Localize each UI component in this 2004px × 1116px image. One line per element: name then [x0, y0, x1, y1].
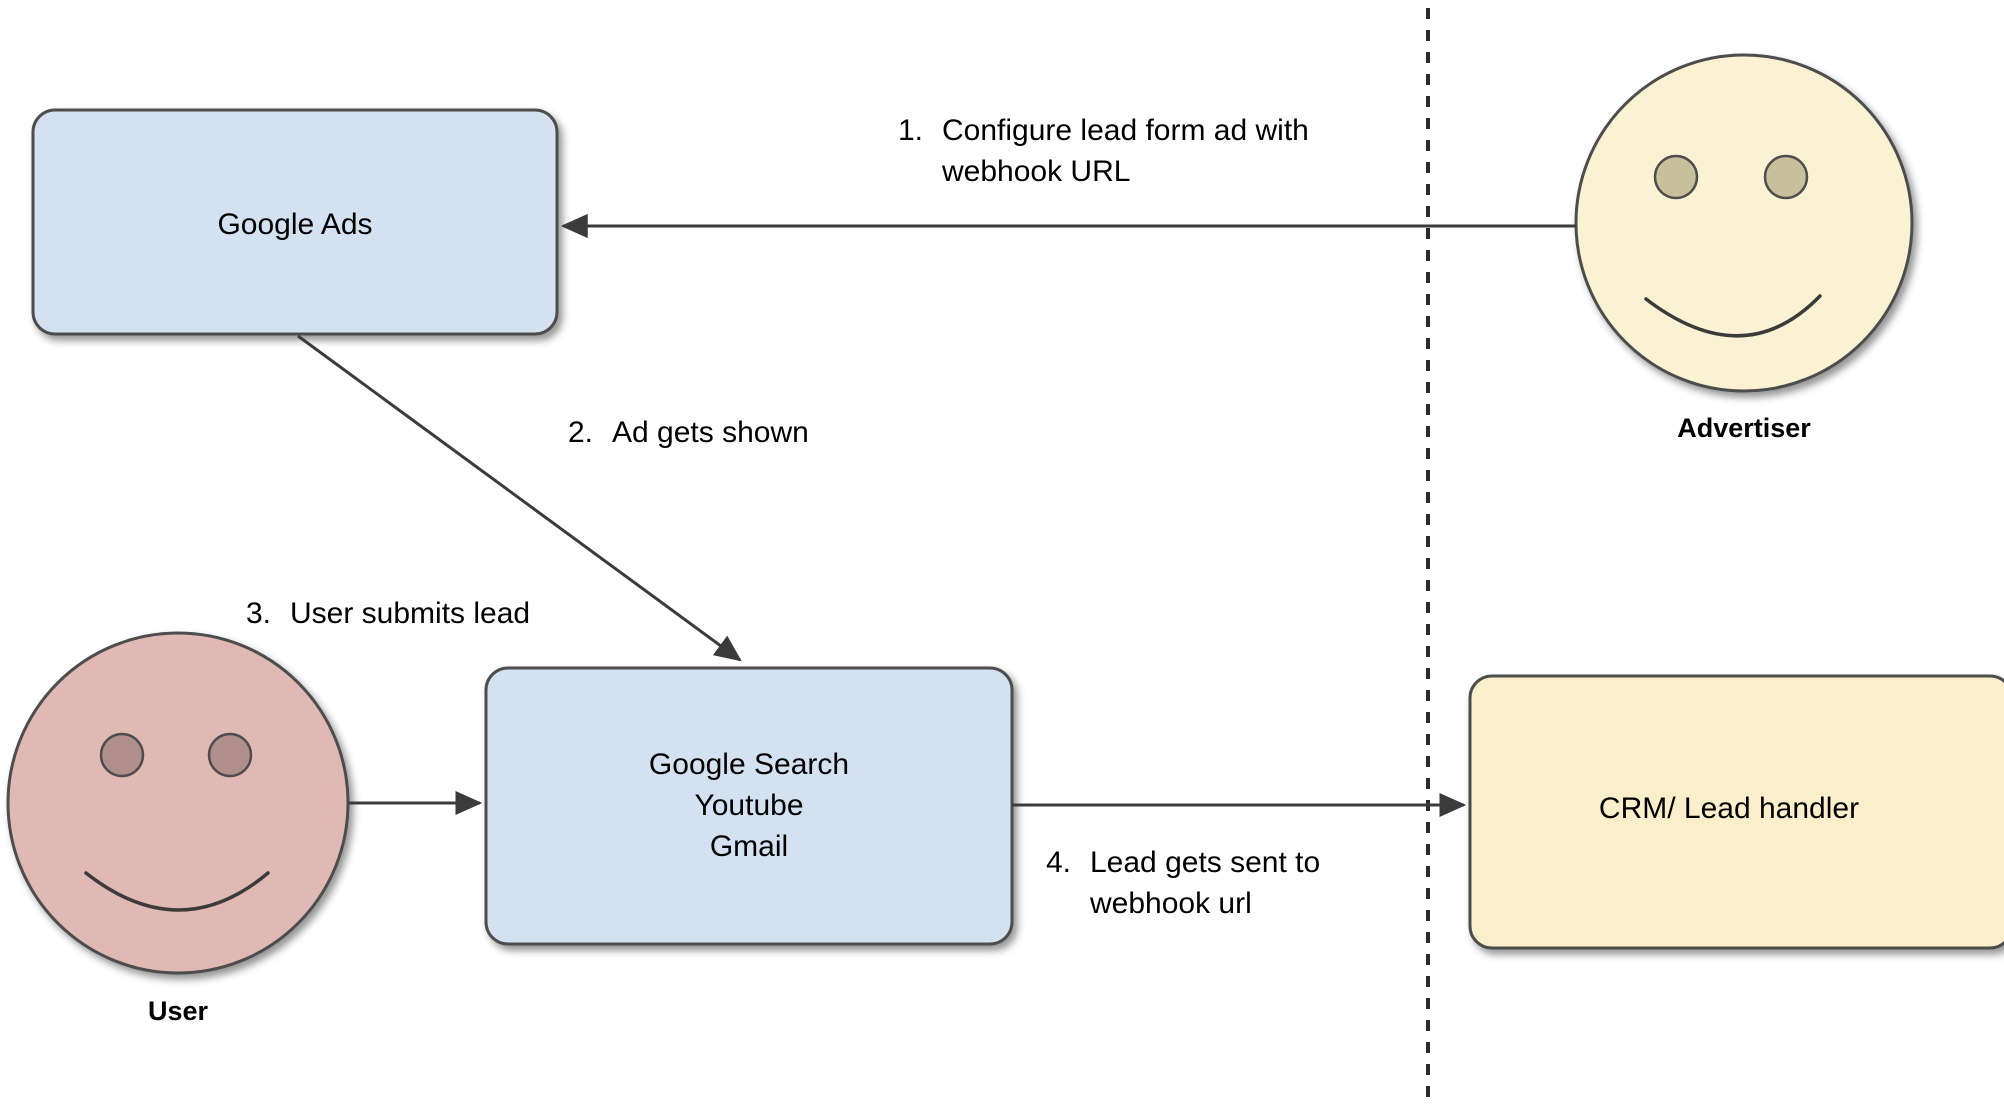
edge-step-3: 3. User submits lead: [246, 597, 530, 816]
google-ads-label: Google Ads: [217, 208, 372, 241]
actor-advertiser[interactable]: Advertiser: [1574, 53, 1914, 443]
edge-step-2: 2. Ad gets shown: [297, 334, 809, 662]
crm-box[interactable]: [1468, 674, 2004, 950]
google-ads-box[interactable]: [31, 108, 559, 336]
edge-step-4: 4. Lead gets sent to webhook url: [1012, 792, 1467, 920]
user-smile-icon: [84, 871, 270, 912]
edge-step-1-label-line-2: webhook URL: [941, 155, 1130, 188]
edge-step-1-number: 1.: [898, 114, 923, 147]
edge-step-3-label-line-1: User submits lead: [290, 597, 530, 630]
edge-step-2-label-line-1: Ad gets shown: [612, 416, 809, 449]
edge-step-4-label-line-1: Lead gets sent to: [1090, 846, 1320, 879]
advertiser-left-eye-icon: [1653, 154, 1699, 200]
user-left-eye-icon: [99, 732, 145, 778]
edge-step-4-label-line-2: webhook url: [1089, 887, 1252, 920]
advertiser-smile-icon: [1644, 294, 1822, 338]
actor-user[interactable]: User: [6, 631, 350, 1026]
google-surfaces-label-line-2: Youtube: [694, 789, 803, 822]
user-face-icon[interactable]: [6, 631, 350, 975]
google-surfaces-label-line-3: Gmail: [710, 830, 788, 863]
node-crm[interactable]: CRM/ Lead handler: [1468, 674, 2004, 950]
edge-step-1: 1. Configure lead form ad with webhook U…: [560, 114, 1576, 239]
advertiser-label: Advertiser: [1677, 413, 1811, 443]
edge-step-4-number: 4.: [1046, 846, 1071, 879]
advertiser-face-icon[interactable]: [1574, 53, 1914, 393]
user-label: User: [148, 996, 209, 1026]
edge-step-1-label-line-1: Configure lead form ad with: [942, 114, 1309, 147]
node-google-surfaces[interactable]: Google Search Youtube Gmail: [484, 666, 1014, 946]
node-google-ads[interactable]: Google Ads: [31, 108, 559, 336]
edge-step-2-arrow: [297, 334, 742, 662]
edge-step-2-number: 2.: [568, 416, 593, 449]
crm-label: CRM/ Lead handler: [1599, 792, 1859, 825]
edge-step-3-number: 3.: [246, 597, 271, 630]
google-surfaces-label-line-1: Google Search: [649, 748, 849, 781]
advertiser-right-eye-icon: [1763, 154, 1809, 200]
user-right-eye-icon: [207, 732, 253, 778]
